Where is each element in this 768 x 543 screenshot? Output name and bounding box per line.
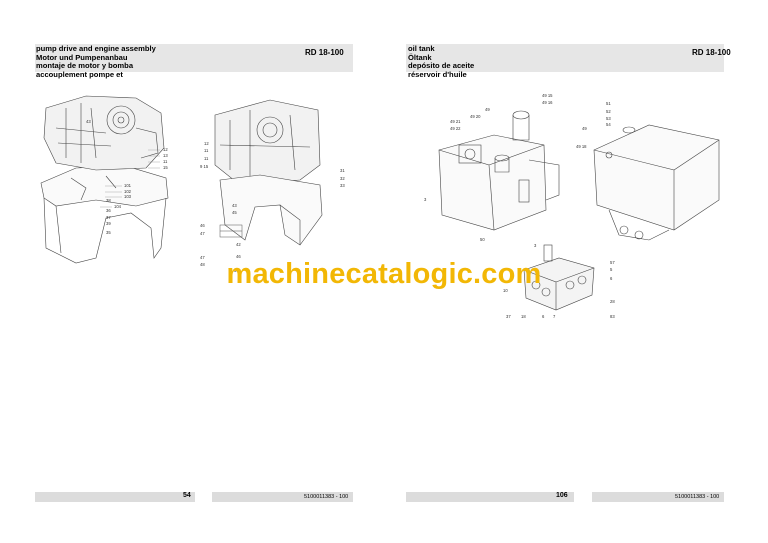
page-title: pump drive and engine assembly Motor und… — [36, 44, 156, 79]
callout-49-15: 49 15 — [542, 93, 553, 98]
header-bar — [406, 44, 724, 72]
page-number: 106 — [556, 492, 568, 499]
callout-49-21: 49 21 — [450, 119, 461, 124]
callout-12b: 12 — [204, 141, 209, 146]
document-number: 5100011383 - 100 — [304, 493, 349, 500]
callout-47: 47 — [200, 231, 205, 236]
callout-57: 57 — [610, 260, 615, 265]
callout-43b: 43 — [232, 203, 237, 208]
model-label: RD 18-100 — [692, 48, 731, 57]
callout-39: 39 — [106, 221, 111, 226]
callout-11c: 11 — [204, 156, 209, 161]
oil-tank-drawing — [438, 110, 560, 231]
pump-drive-drawing — [214, 99, 323, 246]
document-number: 5100011383 - 100 — [675, 493, 720, 500]
callout-7: 7 — [553, 314, 556, 319]
callout-47b: 47 — [200, 255, 205, 260]
title-line-es: montaje de motor y bomba — [36, 61, 134, 71]
callout-32: 32 — [340, 176, 345, 181]
callout-48: 48 — [200, 262, 205, 267]
callout-43: 43 — [86, 119, 91, 124]
callout-18: 18 — [521, 314, 526, 319]
callout-6b: 6 — [542, 314, 545, 319]
callout-9-15: 9 15 — [200, 164, 209, 169]
watermark: machinecatalogic.com — [226, 258, 542, 290]
callout-52: 52 — [606, 109, 611, 114]
title-line-fr: réservoir d'huile — [408, 69, 467, 79]
callout-54: 54 — [606, 122, 611, 127]
callout-51: 51 — [606, 101, 611, 106]
header-bar — [35, 44, 353, 72]
callout-labels-tank2: 51 52 53 54 49 49 18 — [576, 101, 611, 149]
callout-38: 38 — [106, 198, 111, 203]
callout-labels-tank: 49 15 49 16 49 49 20 49 21 49 22 3 50 — [424, 93, 553, 242]
title-line-fr: accouplement pompe et — [36, 69, 123, 79]
callout-49-16: 49 16 — [542, 100, 553, 105]
callout-11b: 11 — [204, 148, 209, 153]
callout-10: 10 — [503, 288, 508, 293]
callout-49-20: 49 20 — [470, 114, 481, 119]
callout-37: 37 — [506, 314, 511, 319]
right-page: oil tank Öltank depósito de aceite réser… — [384, 0, 768, 543]
tank-rear-drawing — [593, 124, 720, 241]
callout-49-18: 49 18 — [576, 144, 587, 149]
callout-53: 53 — [606, 116, 611, 121]
callout-45: 45 — [232, 210, 237, 215]
engine-assembly-drawing — [40, 95, 169, 264]
title-line-en: pump drive and engine assembly — [36, 44, 156, 53]
callout-5: 5 — [610, 267, 613, 272]
page-number: 54 — [183, 492, 191, 499]
callout-labels-valve: 3 57 5 6 10 28 37 18 6 7 83 — [503, 243, 615, 319]
callout-labels-a: 12 13 11 43 15 101 102 103 104 38 36 37 … — [86, 119, 168, 235]
callout-46: 46 — [200, 223, 205, 228]
callout-36: 36 — [106, 208, 111, 213]
callout-6: 6 — [610, 276, 613, 281]
callout-49-22: 49 22 — [450, 126, 461, 131]
footer-bar-right — [212, 492, 353, 502]
callout-12: 12 — [163, 147, 168, 152]
callout-50: 50 — [480, 237, 485, 242]
callout-28: 28 — [610, 299, 615, 304]
callout-33: 33 — [340, 183, 345, 188]
callout-11: 11 — [163, 159, 168, 164]
model-label: RD 18-100 — [305, 48, 344, 57]
page-title: oil tank Öltank depósito de aceite réser… — [408, 44, 475, 79]
callout-15: 15 — [163, 165, 168, 170]
footer-bar-right — [592, 492, 724, 502]
callout-101: 101 — [124, 183, 132, 188]
callout-13: 13 — [163, 153, 168, 158]
title-line-de: Motor und Pumpenanbau — [36, 52, 128, 62]
callout-3b: 3 — [534, 243, 537, 248]
callout-31: 31 — [340, 168, 345, 173]
callout-35: 35 — [106, 230, 111, 235]
left-page: pump drive and engine assembly Motor und… — [35, 44, 353, 502]
callout-30: 30 — [234, 268, 239, 273]
callout-49: 49 — [485, 107, 490, 112]
title-line-de: Öltank — [408, 52, 432, 62]
callout-103: 103 — [124, 194, 132, 199]
title-line-en: oil tank — [408, 44, 435, 53]
footer-bar-left — [406, 492, 574, 502]
title-line-es: depósito de aceite — [408, 61, 475, 71]
callout-3: 3 — [424, 197, 427, 202]
callout-83: 83 — [610, 314, 615, 319]
callout-102: 102 — [124, 189, 132, 194]
callout-104: 104 — [114, 204, 122, 209]
footer-bar-left — [35, 492, 195, 502]
callout-46b: 46 — [236, 254, 241, 259]
callout-42: 42 — [236, 242, 241, 247]
valve-block-drawing — [523, 244, 595, 311]
callout-labels-b: 12 11 11 9 15 31 32 33 43 45 46 47 42 46… — [200, 141, 345, 273]
callout-37: 37 — [106, 215, 111, 220]
callout-49b: 49 — [582, 126, 587, 131]
